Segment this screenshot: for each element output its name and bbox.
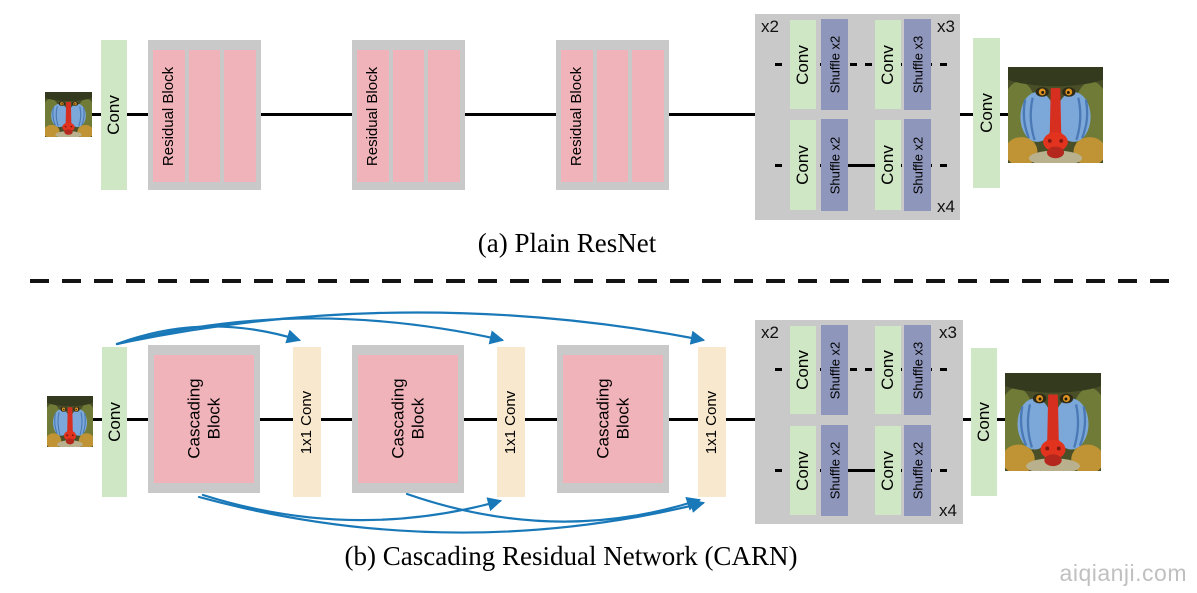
watermark: aiqianji.com [1059,560,1187,586]
ups-conv: Conv [875,326,901,414]
entry-conv-b-label: Conv [104,402,124,442]
cascading-block-label: Cascading Block [593,378,632,460]
residual-bar [428,50,461,182]
ups-conv: Conv [875,20,901,109]
caption-b: (b) Cascading Residual Network (CARN) [344,541,798,571]
skip-arrow-block1-to-1x1conv3 [197,495,706,534]
residual-bar [224,50,257,182]
upsample-box-a: x2 x3 x4 Conv Shuffle x2 Conv Shuffle x3… [755,14,960,220]
caption-a: (a) Plain ResNet [477,228,657,258]
residual-bar [392,50,425,182]
exit-conv-b: Conv [971,348,997,496]
cascading-block-3: Cascading Block [557,345,669,493]
ups-shuffle-label: Shuffle x2 [910,136,925,194]
input-image-a [45,92,92,137]
skip-arrow-conv-to-1x1conv1 [115,325,302,346]
output-image-b [1005,373,1101,471]
ups-conv: Conv [790,426,816,515]
entry-conv-b: Conv [102,347,127,497]
ups-conv-label: Conv [878,450,897,491]
residual-group-3: Residual Block [556,40,669,190]
ups-shuffle: Shuffle x2 [821,119,848,211]
entry-conv-a-label: Conv [104,95,123,135]
conv1x1-label: 1x1 Conv [298,390,316,454]
ups-shuffle: Shuffle x2 [821,425,848,516]
conv1x1-2: 1x1 Conv [497,347,525,497]
residual-group-1: Residual Block [148,40,261,190]
ups-shuffle-label: Shuffle x2 [827,35,842,94]
cascading-block-label: Cascading Block [184,378,223,460]
scale-x4-label: x4 [939,501,957,520]
ups-conv: Conv [790,326,816,414]
ups-shuffle-label: Shuffle x2 [827,136,842,194]
ups-shuffle-label: Shuffle x3 [910,341,925,399]
conv1x1-label: 1x1 Conv [502,390,520,454]
skip-arrow-block2-to-1x1conv3 [405,492,702,523]
conv1x1-3: 1x1 Conv [698,347,726,497]
ups-shuffle: Shuffle x3 [904,19,931,110]
cascading-block-label: Cascading Block [388,378,427,460]
ups-shuffle-label: Shuffle x3 [910,35,925,94]
ups-shuffle: Shuffle x2 [821,19,848,110]
scale-x3-label: x3 [937,17,955,36]
output-image-a [1008,67,1103,163]
ups-conv: Conv [875,120,901,210]
ups-conv-label: Conv [878,44,897,85]
section-divider [30,279,1170,283]
exit-conv-a-label: Conv [976,93,996,133]
dashed-connector [775,63,949,66]
ups-conv-label: Conv [793,350,812,390]
cascading-block-inner: Cascading Block [154,355,254,483]
scale-x3-label: x3 [939,323,957,342]
ups-conv-label: Conv [793,145,812,185]
ups-conv: Conv [875,426,901,515]
ups-shuffle: Shuffle x3 [904,325,931,415]
ups-conv-label: Conv [878,145,897,185]
ups-shuffle: Shuffle x2 [904,425,931,516]
conv1x1-1: 1x1 Conv [293,347,321,497]
cascading-block-inner: Cascading Block [358,355,458,483]
residual-block-label: Residual Block [364,66,382,166]
scale-x4-label: x4 [937,197,955,216]
skip-arrow-block1-to-1x1conv2 [201,493,503,522]
residual-bar [188,50,221,182]
ups-shuffle-label: Shuffle x2 [910,441,925,500]
exit-conv-b-label: Conv [974,402,993,442]
ups-conv-label: Conv [793,44,812,85]
main-path-line-b [68,418,1010,421]
conv1x1-label: 1x1 Conv [703,390,721,454]
residual-bar: Residual Block [357,50,389,182]
upsample-box-b: x2 x3 x4 Conv Shuffle x2 Conv Shuffle x3… [755,320,963,524]
skip-arrow-conv-to-1x1conv2 [115,317,505,346]
ups-shuffle-label: Shuffle x2 [827,341,842,399]
ups-shuffle: Shuffle x2 [821,325,848,415]
residual-block-label: Residual Block [160,66,178,166]
ups-conv-label: Conv [793,450,812,491]
ups-shuffle-label: Shuffle x2 [827,441,842,500]
ups-shuffle: Shuffle x2 [904,119,931,211]
cascading-block-2: Cascading Block [352,345,464,493]
ups-conv: Conv [790,20,816,109]
exit-conv-a: Conv [973,38,1000,188]
dashed-connector [775,368,949,371]
scale-x2-label: x2 [761,17,779,36]
ups-conv-label: Conv [878,350,897,390]
scale-x2-label: x2 [761,323,779,342]
residual-group-2: Residual Block [352,40,465,190]
residual-bar: Residual Block [561,50,593,182]
cascading-block-inner: Cascading Block [563,355,663,483]
residual-bar [632,50,665,182]
residual-block-label: Residual Block [568,66,586,166]
residual-bar: Residual Block [153,50,185,182]
cascading-block-1: Cascading Block [148,345,260,493]
solid-connector [848,469,876,472]
skip-arrow-conv-to-1x1conv3 [115,311,706,346]
residual-bar [596,50,629,182]
input-image-b [47,396,93,447]
solid-connector [848,164,876,167]
ups-conv: Conv [790,120,816,210]
entry-conv-a: Conv [101,40,127,190]
main-path-line-a [66,113,1010,116]
